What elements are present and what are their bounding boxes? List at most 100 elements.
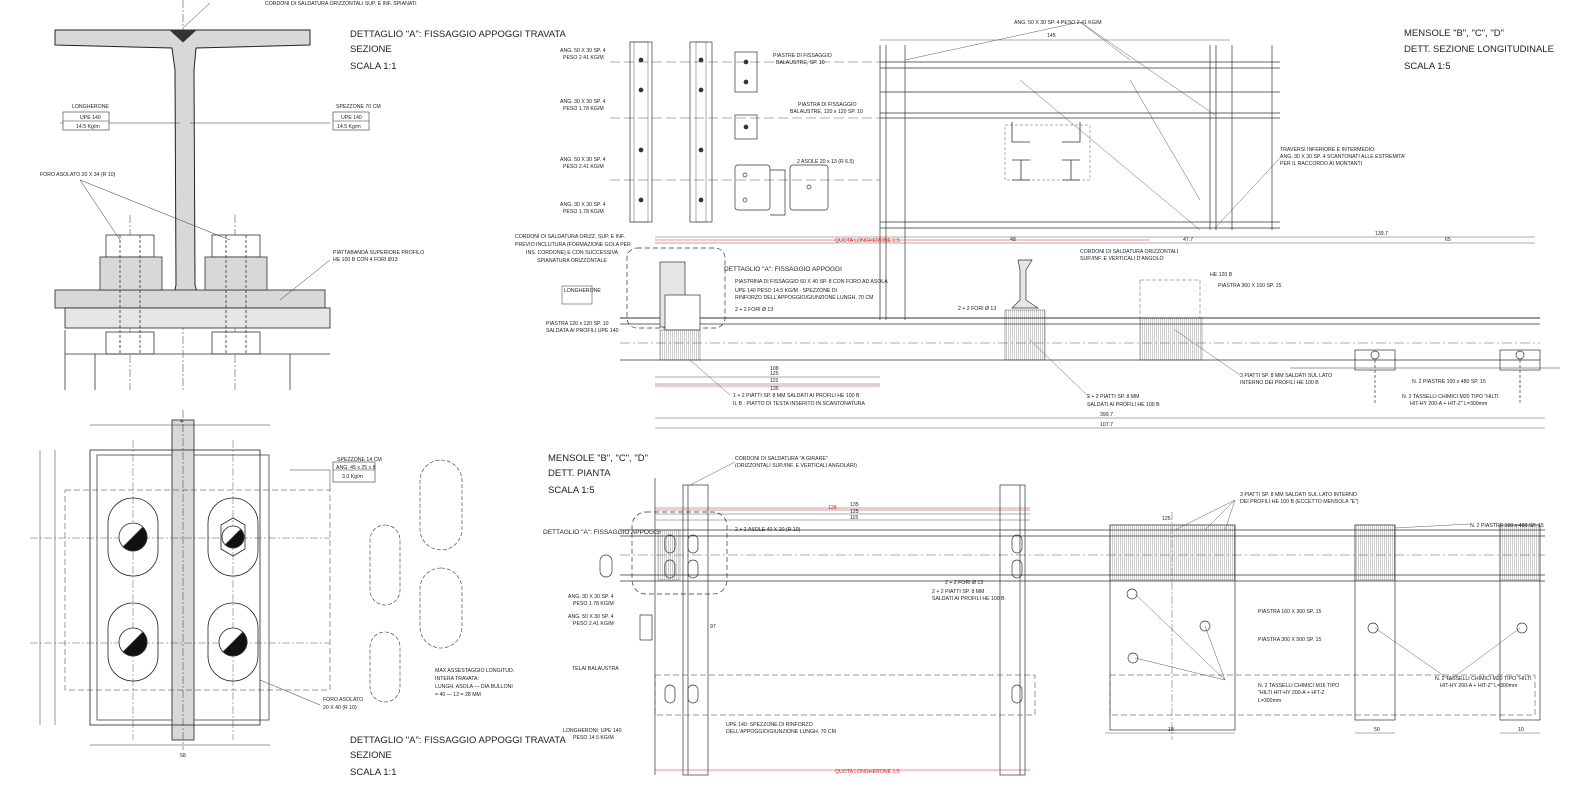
dim-label: 48 [1010,237,1016,243]
plan-longherone-1: LONGHERONI: UPE 140 [563,728,622,734]
cordoni-orizz-1: CORDONI DI SALDATURA ORIZZONTALI [1080,249,1178,255]
foro-size: 20 X 40 (R 10) [323,705,357,711]
longitudinal-section-labels: MENSOLE "B", "C", "D" DETT. SEZIONE LONG… [515,20,1554,428]
spezzone-title: SPEZZONE 70 CM [336,104,381,110]
detail-a-plan-bottom [30,410,463,750]
plan-subtitle: DETT. PIANTA [548,468,611,479]
plan-piatti-2: SALDATI AI PROFILI HE 100 B [932,596,1005,602]
dim-label: 65 [1445,237,1451,243]
plan-fori: 2 + 2 FORI Ø 13 [945,580,983,586]
elevation-subtitle: DETT. SEZIONE LONGITUDINALE [1404,44,1554,55]
plan-tasselli-1: N. 2 TASSELLI CHIMICI M16 TIPO [1258,683,1339,689]
dim-bottom: 58 [180,753,186,759]
longitudinal-section [610,21,1560,429]
left-label: ANG. 30 X 30 SP. 4 [560,202,606,208]
plan-cordoni-1: CORDONI DI SALDATURA "A GIRARE" [735,456,828,462]
piastra-asola-3: RINFORZO DELL'APPOGGIO/GIUNZIONE LUNGH. … [735,295,873,301]
piatti-4: SALDATI AI PROFILI HE 100 B [1087,402,1160,408]
note-2: INTERA TRAVATA: [435,676,479,682]
spezzone-profile: UPE 140 [341,115,362,121]
left-label: ANG. 50 X 30 SP. 4 [560,48,606,54]
plan-cordoni-2: (ORIZZONTALI SUP./INF. E VERTICALI ANGOL… [735,463,857,469]
left-label: PESO 2.41 KG/M [563,164,604,170]
dim-label: 115 [770,378,778,384]
asole-label: 2 ASOLE 20 x 13 (R 6.5) [797,159,854,165]
dim-label: 108 [770,366,779,372]
plan-labels: MENSOLE "B", "C", "D" DETT. PIANTA SCALA… [543,453,1544,741]
piastra-360: PIASTRA 360 X 160 SP. 15 [1218,283,1281,289]
note-3: LUNGH. ASOLA — DIA BULLONI [435,684,513,690]
plan-dim: 115 [850,515,858,521]
dim-label: 47.7 [1183,237,1193,243]
elevation-title: MENSOLE "B", "C", "D" [1404,28,1504,39]
plan-red-bottom: QUOTA LONGHERONE 1:5 [835,769,900,775]
he100: HE 120 B [1210,272,1233,278]
foro-label: FORO ASOLATO [323,697,363,703]
traversi-3: PER IL RACCORDO AI MONTANTI [1280,161,1362,167]
plan-telai: TELAI BALAUSTRA [572,666,619,672]
piastra-balaustre-4: BALAUSTRE, 120 x 120 SP. 10 [790,109,863,115]
traversi-1: TRAVERSI INFERIORE E INTERMEDIO: [1280,147,1376,153]
plan-dim: 18 [1168,727,1174,733]
ang-50-label: ANG. 50 X 30 SP. 4 PESO 2.41 KG/M [1014,20,1102,26]
piastra-balaustre-3: PIASTRA DI FISSAGGIO [798,102,857,108]
detail-a-bottom-scale: SCALA 1:1 [350,767,396,778]
dim-label: 399.7 [1100,412,1113,418]
tasselli-elev-1: N. 2 TASSELLI CHIMICI M20 TIPO "HILTI [1402,394,1499,400]
piastre-480-elev: N. 2 PIASTRE 100 x 480 SP. 15 [1412,379,1486,385]
slot-label: FORO ASOLATO 20 X 34 (R 10) [40,172,116,178]
plan-ang-50-peso: PESO 2.41 KG/M [573,621,614,627]
piatti-6: INTERNO DEI PROFILI HE 100 B [1240,380,1319,386]
detail-a-bottom-subtitle: SEZIONE [350,750,392,761]
plan-dim: 10 [1518,727,1524,733]
plan-dim: 125 [850,509,859,515]
plan-dim: 97 [710,624,716,630]
plan-scale: SCALA 1:5 [548,485,594,496]
longitudinal-section-red: QUOTA LONGHERONE 1:5 [655,238,1150,387]
plan-title: MENSOLE "B", "C", "D" [548,453,648,464]
detail-a-bottom-title: DETTAGLIO "A": FISSAGGIO APPOGGI TRAVATA [350,735,566,746]
longherone-weight: 14.5 Kg/m [76,124,100,130]
fori-13: 2 + 2 FORI Ø 13 [958,306,996,312]
plan-ang-30: ANG. 30 X 30 SP. 4 [568,594,614,600]
dettaglio-a-elev: DETTAGLIO "A": FISSAGGIO APPOGGI [724,266,842,273]
plan-view [599,461,1545,776]
tasselli-elev-2: HIT-HY 200-A + HIT-Z" L=300mm [1410,401,1487,407]
dim-label: 107.7 [1100,422,1113,428]
plan-piastra-360: PIASTRA 160 X 360 SP. 15 [1258,609,1321,615]
plan-tasselli-3: L=300mm [1258,698,1281,704]
spezzone14-weight: 3.0 Kg/m [342,474,363,480]
plan-tasselli-r2: HIT-HY 200-A + HIT-Z" L=300mm [1440,683,1517,689]
plan-dim: 50 [1374,727,1380,733]
longherone-box: LONGHERONE [564,288,601,294]
spezzone14-title: SPEZZONE 14 CM [337,457,382,463]
piatti-1: 1 + 2 PIATTI SP. 8 MM SALDATI AI PROFILI… [733,393,860,399]
spezzone-weight: 14.5 Kg/m [337,124,361,130]
piastra-asola-4: 2 + 2 FORI Ø 13 [735,307,773,313]
plan-tasselli-r1: N. 2 TASSELLI CHIMICI M20 TIPO "HILTI [1435,676,1532,682]
plan-piastra-300: PIASTRA 300 X 500 SP. 15 [1258,637,1321,643]
plan-asole: 2 + 2 ASOLE 40 X 20 (R 10) [735,527,801,533]
cordoni-3: INS. CORDONE) E CON SUCCESSIVA [526,250,619,256]
plan-longherone-2: PESO 14.5 KG/M [573,735,614,741]
detail-a-title: DETTAGLIO "A": FISSAGGIO APPOGGI TRAVATA [350,29,566,40]
plan-upe-2: DELL'APPOGGIO/GIUNZIONE LUNGH. 70 CM [726,729,836,735]
detail-a-top-labels: CORDONI DI SALDATURA ORIZZONTALI SUP. E … [40,1,566,263]
cordoni-1: CORDONI DI SALDATURA ORIZZ. SUP. E INF. [515,234,625,240]
note-1: MAX ASSESTAGGIO LONGITUD. [435,668,514,674]
left-label: PESO 1.78 KG/M [563,209,604,215]
plan-dim: 125 [1162,516,1171,522]
plan-red-top: 128 [828,505,837,511]
cordoni-orizz-2: SUP./INF. E VERTICALI D'ANGOLO [1080,256,1164,262]
plan-piastre-480: N. 2 PIASTRE 100 x 480 SP. 15 [1470,523,1544,529]
plan-ang-50: ANG. 50 X 30 SP. 4 [568,614,614,620]
piastra-balaustre-1: PIASTRE DI FISSAGGIO [773,53,832,59]
plan-tasselli-2: "HILTI HIT-HY 200-A + HIT-Z [1258,690,1324,696]
plan-piatti-lato-1: 3 PIATTI SP. 8 MM SALDATI SUL LATO INTER… [1240,492,1357,498]
piastra-120-2: SALDATA AI PROFILI UPE 140 [546,328,619,334]
dim-label: 139.7 [1375,231,1388,237]
piastra-asola-1: PIASTRINA DI FISSAGGIO 60 X 40 SP. 8 CON… [735,279,888,285]
dim-top: 4 [180,419,183,425]
detail-a-section-top [54,0,370,390]
